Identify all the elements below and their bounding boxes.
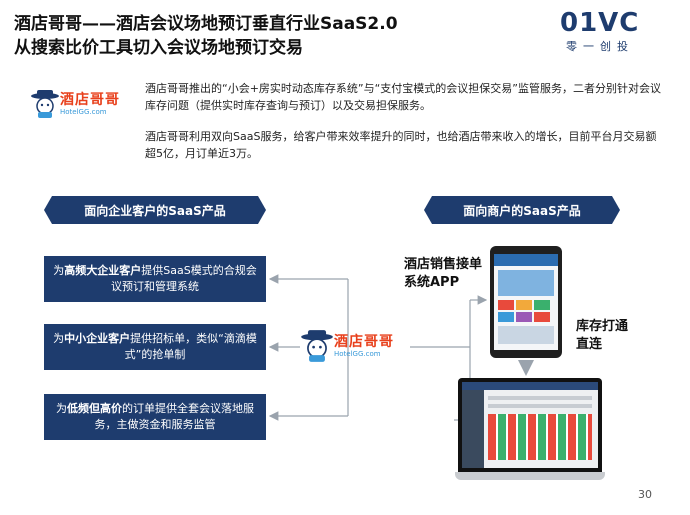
box-3-highlight: 低频但高价 <box>67 402 122 415</box>
merchant-saas-banner: 面向商户的SaaS产品 <box>424 196 620 224</box>
box-1-highlight: 高频大企业客户 <box>64 264 142 277</box>
mascot-icon <box>31 90 59 118</box>
box-1-prefix: 为 <box>53 264 65 277</box>
title-line-1: 酒店哥哥——酒店会议场地预订垂直行业SaaS2.0 <box>14 14 398 34</box>
box-2-highlight: 中小企业客户 <box>64 332 131 345</box>
brand-logo-subtitle: 零一创投 <box>566 40 634 53</box>
box-3-suffix: 的订单提供全套会议落地服务，主做资金和服务监管 <box>94 402 255 431</box>
merchant-saas-banner-label: 面向商户的SaaS产品 <box>463 203 581 218</box>
enterprise-offer-box-2: 为中小企业客户提供招标单，类似“滴滴模式”的抢单制 <box>44 324 266 370</box>
hotelgg-logo-cn: 酒店哥哥 <box>60 91 120 108</box>
inventory-system-laptop-image <box>455 378 605 484</box>
box-2-suffix: 提供招标单，类似“滴滴模式”的抢单制 <box>124 332 257 361</box>
page-title: 酒店哥哥——酒店会议场地预订垂直行业SaaS2.0 从搜索比价工具切入会议场地预… <box>14 12 494 60</box>
box-1-suffix: 提供SaaS模式的合规会议预订和管理系统 <box>111 264 257 293</box>
enterprise-saas-banner-label: 面向企业客户的SaaS产品 <box>84 203 226 218</box>
enterprise-saas-banner: 面向企业客户的SaaS产品 <box>44 196 266 224</box>
sales-app-label: 酒店销售接单系统APP <box>404 257 483 290</box>
brand-logo: 01VC 零一创投 <box>560 8 670 60</box>
enterprise-offer-box-1: 为高频大企业客户提供SaaS模式的合规会议预订和管理系统 <box>44 256 266 302</box>
title-line-2: 从搜索比价工具切入会议场地预订交易 <box>14 38 303 58</box>
mascot-icon <box>301 330 333 362</box>
enterprise-offer-box-3: 为低频但高价的订单提供全套会议落地服务，主做资金和服务监管 <box>44 394 266 440</box>
page-number: 30 <box>638 488 652 501</box>
brand-logo-mark: 01VC <box>560 8 640 38</box>
hotelgg-logo-center: 酒店哥哥 HotelGG.com <box>300 330 394 362</box>
inventory-sync-label: 库存打通直连 <box>576 319 629 352</box>
intro-paragraph-2: 酒店哥哥利用双向SaaS服务，给客户带来效率提升的同时，也给酒店带来收入的增长，… <box>145 130 657 160</box>
hotelgg-logo-en: HotelGG.com <box>60 107 107 116</box>
hotelgg-logo-center-en: HotelGG.com <box>334 349 381 358</box>
sales-app-phone-image <box>490 246 562 358</box>
hotelgg-logo: 酒店哥哥 HotelGG.com <box>30 90 120 118</box>
box-2-prefix: 为 <box>53 332 65 345</box>
box-3-prefix: 为 <box>56 402 67 415</box>
intro-paragraph-1: 酒店哥哥推出的“小会+房实时动态库存系统”与“支付宝模式的会议担保交易”监管服务… <box>145 82 662 112</box>
hotelgg-logo-center-cn: 酒店哥哥 <box>334 333 394 350</box>
